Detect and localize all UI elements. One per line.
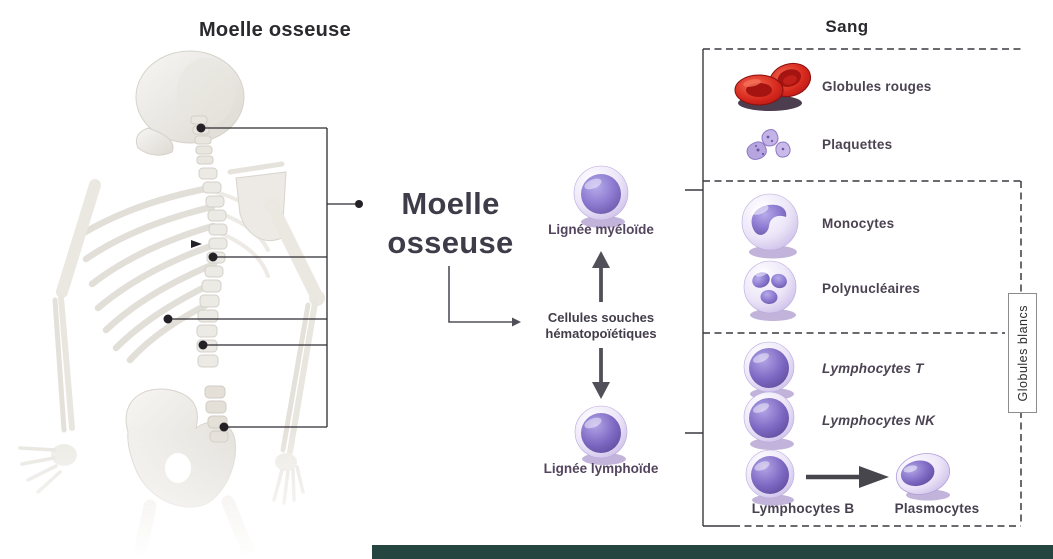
plasmocytes-label: Plasmocytes <box>894 501 980 516</box>
center-title-line1: Moelle <box>401 186 500 221</box>
center-connectors <box>448 251 610 399</box>
red-blood-cells-label: Globules rouges <box>822 79 932 94</box>
granulocyte-cell-icon <box>743 260 797 321</box>
plasmocyte-cell-icon <box>895 453 951 501</box>
lymphocyte-t-cell-icon <box>743 341 795 400</box>
lymphocyte-b-cell-icon <box>745 449 795 506</box>
skeleton-leader-lines <box>163 123 363 432</box>
myeloid-lineage-label: Lignée myéloïde <box>548 222 654 237</box>
left-panel-title: Moelle osseuse <box>198 19 352 41</box>
lymphocytes-t-label: Lymphocytes T <box>822 361 924 376</box>
bottom-accent-bar <box>372 545 1053 559</box>
polynucleaires-label: Polynucléaires <box>822 281 921 296</box>
red-blood-cells-icon <box>734 62 812 111</box>
right-arrowhead-icon <box>512 317 521 327</box>
lymphocytes-nk-label: Lymphocytes NK <box>822 413 936 428</box>
skeleton-image <box>0 50 360 559</box>
platelets-label: Plaquettes <box>822 137 893 152</box>
lymphoid-lineage-cell-icon <box>574 405 628 465</box>
center-title: Moelle osseuse <box>368 184 533 262</box>
monocytes-label: Monocytes <box>822 216 895 231</box>
monocyte-cell-icon <box>741 193 799 259</box>
blood-panel-title: Sang <box>825 17 869 36</box>
white-cells-box-label: Globules blancs <box>1008 293 1037 413</box>
lymphocyte-nk-cell-icon <box>743 391 795 450</box>
b-to-plasmocyte-arrow-icon <box>806 466 889 488</box>
lymphocytes-b-label: Lymphocytes B <box>751 501 855 516</box>
lymphoid-lineage-label: Lignée lymphoïde <box>543 461 659 476</box>
stem-cells-label: Cellules souches hématopoïétiques <box>545 310 657 341</box>
myeloid-lineage-cell-icon <box>573 165 629 228</box>
center-title-line2: osseuse <box>387 225 514 260</box>
platelets-icon <box>746 129 791 160</box>
